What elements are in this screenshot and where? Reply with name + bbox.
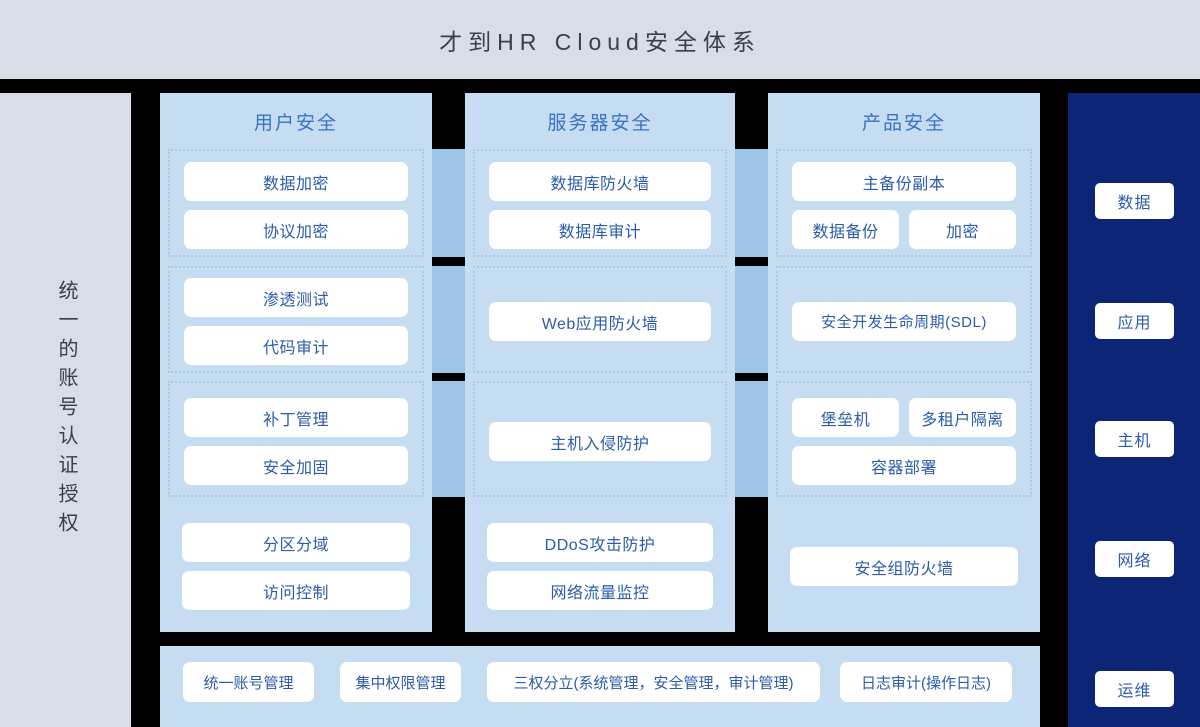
column-title: 服务器安全 <box>547 112 653 134</box>
security-card[interactable]: 主备份副本 <box>792 162 1016 201</box>
security-card[interactable]: 容器部署 <box>792 446 1016 485</box>
bottom-card-3[interactable]: 三权分立(系统管理，安全管理，审计管理) <box>487 662 820 702</box>
security-column-1: 用户安全数据加密协议加密渗透测试代码审计补丁管理安全加固分区分域访问控制 <box>160 93 432 632</box>
security-card[interactable]: 访问控制 <box>182 571 410 610</box>
left-rail: 统一的账号认证授权 <box>0 93 131 727</box>
rail-pill-3[interactable]: 主机 <box>1095 421 1174 457</box>
page-title: 才到HR Cloud安全体系 <box>439 28 761 55</box>
column-connector-bridge <box>432 149 465 257</box>
bottom-bar: 统一账号管理集中权限管理三权分立(系统管理，安全管理，审计管理) 日志审计(操作日… <box>160 646 1040 727</box>
card-group: 安全开发生命周期(SDL) <box>776 266 1032 373</box>
column-connector-bridge <box>432 266 465 373</box>
card-group: DDoS攻击防护网络流量监控 <box>473 505 727 627</box>
security-card[interactable]: 数据库防火墙 <box>489 162 711 201</box>
security-card[interactable]: 数据库审计 <box>489 210 711 249</box>
rail-pill-5[interactable]: 运维 <box>1095 671 1174 707</box>
security-card[interactable]: 安全加固 <box>184 446 408 485</box>
security-card[interactable]: 网络流量监控 <box>487 571 713 610</box>
security-card[interactable]: 数据备份 <box>792 210 899 249</box>
column-connector-bridge <box>432 381 465 497</box>
card-group: 主备份副本数据备份加密 <box>776 149 1032 257</box>
security-card[interactable]: 安全开发生命周期(SDL) <box>792 302 1016 341</box>
column-connector-bridge <box>735 266 768 373</box>
security-card[interactable]: 代码审计 <box>184 326 408 365</box>
security-column-3: 产品安全主备份副本数据备份加密安全开发生命周期(SDL) 堡垒机多租户隔离容器部署… <box>768 93 1040 632</box>
security-column-2: 服务器安全数据库防火墙数据库审计 Web应用防火墙主机入侵防护 DDoS攻击防护网络… <box>465 93 735 632</box>
column-connector-bridge <box>735 381 768 497</box>
card-group: 安全组防火墙 <box>776 505 1032 627</box>
rail-pill-4[interactable]: 网络 <box>1095 541 1174 577</box>
bottom-card-4[interactable]: 日志审计(操作日志) <box>840 662 1012 702</box>
page-header: 才到HR Cloud安全体系 <box>0 0 1200 79</box>
column-title: 产品安全 <box>861 112 946 134</box>
rail-pill-2[interactable]: 应用 <box>1095 303 1174 339</box>
security-card[interactable]: DDoS攻击防护 <box>487 523 713 562</box>
security-card[interactable]: 多租户隔离 <box>909 398 1016 437</box>
bottom-card-1[interactable]: 统一账号管理 <box>183 662 314 702</box>
security-card[interactable]: 补丁管理 <box>184 398 408 437</box>
card-group: 数据库防火墙数据库审计 <box>473 149 727 257</box>
security-card[interactable]: 数据加密 <box>184 162 408 201</box>
card-group: 分区分域访问控制 <box>168 505 424 627</box>
security-card[interactable]: 渗透测试 <box>184 278 408 317</box>
column-connector-bridge <box>735 149 768 257</box>
left-rail-label: 统一的账号认证授权 <box>55 279 77 541</box>
column-title: 用户安全 <box>253 112 338 134</box>
security-card[interactable]: 协议加密 <box>184 210 408 249</box>
card-group: 数据加密协议加密 <box>168 149 424 257</box>
security-card[interactable]: 安全组防火墙 <box>790 547 1018 586</box>
security-card[interactable]: Web应用防火墙 <box>489 302 711 341</box>
security-card[interactable]: 堡垒机 <box>792 398 899 437</box>
card-group: 堡垒机多租户隔离容器部署 <box>776 381 1032 497</box>
card-group: 补丁管理安全加固 <box>168 381 424 497</box>
bottom-card-2[interactable]: 集中权限管理 <box>340 662 461 702</box>
card-group: 渗透测试代码审计 <box>168 266 424 373</box>
card-group: 主机入侵防护 <box>473 381 727 497</box>
security-card[interactable]: 分区分域 <box>182 523 410 562</box>
right-rail: 数据应用主机网络运维 <box>1068 93 1200 727</box>
rail-pill-1[interactable]: 数据 <box>1095 183 1174 219</box>
card-group: Web应用防火墙 <box>473 266 727 373</box>
security-card[interactable]: 主机入侵防护 <box>489 422 711 461</box>
security-card[interactable]: 加密 <box>909 210 1016 249</box>
